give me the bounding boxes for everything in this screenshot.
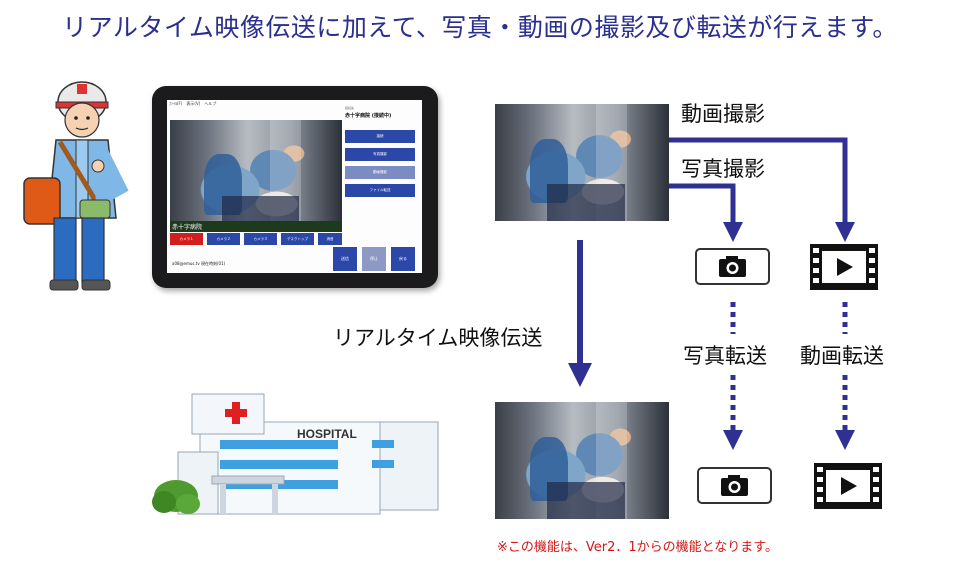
label-video-shoot: 動画撮影 bbox=[681, 102, 765, 126]
ambulance-photo-source bbox=[495, 104, 669, 221]
film-play-icon bbox=[810, 244, 878, 290]
paramedic-illustration bbox=[23, 81, 129, 291]
camera-icon-box-top bbox=[695, 248, 770, 285]
tablet-camera3-tab[interactable]: カメラ３ bbox=[244, 233, 277, 245]
tablet-photo-button[interactable]: 写真撮影 bbox=[345, 148, 415, 161]
tablet-menu-bar: ﾌｧｲﾙ(F) 表示(V) ヘルプ bbox=[169, 101, 217, 106]
tablet-desktop-tab[interactable]: デスクトップ bbox=[281, 233, 314, 245]
label-video-transfer: 動画転送 bbox=[800, 344, 884, 368]
film-play-icon bbox=[814, 463, 882, 509]
tablet-status-footer: a08@emus.tv 現在時刻(01) bbox=[172, 261, 226, 266]
page-title: リアルタイム映像伝送に加えて、写真・動画の撮影及び転送が行えます。 bbox=[62, 13, 898, 42]
camera-icon-box-bottom bbox=[697, 467, 772, 504]
tablet-live-video bbox=[170, 120, 342, 232]
ambulance-photo-received bbox=[495, 402, 669, 519]
tablet-caption: 赤十字病院 bbox=[172, 224, 203, 231]
version-note: ※この機能は、Ver2．1からの機能となります。 bbox=[497, 540, 778, 555]
tablet-stop-button[interactable]: 停止 bbox=[362, 247, 386, 271]
hospital-sign: HOSPITAL bbox=[297, 427, 357, 441]
camera-icon bbox=[719, 256, 746, 277]
tablet-connection-label: 接続先 bbox=[345, 106, 355, 110]
tablet-send-button[interactable]: 送信 bbox=[333, 247, 357, 271]
tablet-back-button[interactable]: 戻る bbox=[391, 247, 415, 271]
label-photo-transfer: 写真転送 bbox=[683, 344, 767, 368]
hospital-illustration bbox=[152, 393, 439, 515]
arrow-video-shoot bbox=[669, 137, 855, 242]
tablet-mute-tab[interactable]: 消音 bbox=[318, 233, 342, 245]
arrow-photo-shoot bbox=[669, 183, 743, 242]
camera-icon bbox=[721, 475, 748, 496]
tablet-video-button[interactable]: 動画撮影 bbox=[345, 166, 415, 179]
tablet-caption-bar bbox=[170, 221, 342, 232]
tablet-camera1-tab[interactable]: カメラ１ bbox=[170, 233, 203, 245]
label-photo-shoot: 写真撮影 bbox=[681, 157, 765, 181]
tablet-screen: ﾌｧｲﾙ(F) 表示(V) ヘルプ 赤十字病院 接続先 赤十字病院 (接続中) … bbox=[167, 100, 422, 273]
tablet-connection-title: 赤十字病院 (接続中) bbox=[345, 113, 392, 119]
tablet-camera2-tab[interactable]: カメラ２ bbox=[207, 233, 240, 245]
tablet-file-transfer-button[interactable]: ファイル転送 bbox=[345, 184, 415, 197]
label-realtime-transmission: リアルタイム映像伝送 bbox=[333, 326, 543, 350]
tablet-connect-button[interactable]: 接続 bbox=[345, 130, 415, 143]
